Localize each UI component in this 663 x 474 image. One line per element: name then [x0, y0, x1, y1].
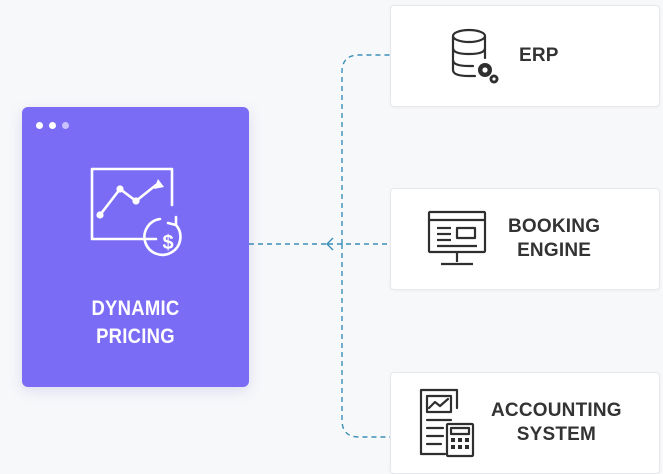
ledger-calculator-icon [419, 388, 475, 458]
main-title-line2: PRICING [96, 325, 175, 348]
window-dot [36, 122, 43, 129]
svg-text:$: $ [162, 232, 173, 254]
main-title-line1: DYNAMIC [91, 297, 180, 320]
booking-label-line2: ENGINE [517, 240, 592, 261]
monitor-icon [427, 210, 487, 266]
main-title: DYNAMIC PRICING [36, 295, 236, 351]
connector-accounting [341, 244, 390, 438]
booking-label-line1: BOOKING [508, 216, 601, 237]
junction-arrow [326, 237, 334, 251]
price-chart-icon: $ [90, 167, 182, 257]
database-settings-icon [451, 28, 499, 84]
erp-label-line1: ERP [519, 45, 559, 66]
window-dot [62, 122, 69, 129]
window-dots [36, 122, 69, 129]
erp-label: ERP [519, 44, 559, 68]
connector-erp [341, 54, 390, 244]
erp-card: ERP [390, 5, 660, 107]
accounting-system-card: ACCOUNTING SYSTEM [390, 372, 660, 474]
booking-engine-label: BOOKING ENGINE [508, 215, 600, 263]
accounting-system-label: ACCOUNTING SYSTEM [491, 399, 622, 447]
dynamic-pricing-card: $ DYNAMIC PRICING [22, 107, 249, 387]
window-dot [49, 122, 56, 129]
accounting-label-line1: ACCOUNTING [491, 400, 622, 421]
accounting-label-line2: SYSTEM [516, 424, 597, 445]
booking-engine-card: BOOKING ENGINE [390, 188, 660, 290]
